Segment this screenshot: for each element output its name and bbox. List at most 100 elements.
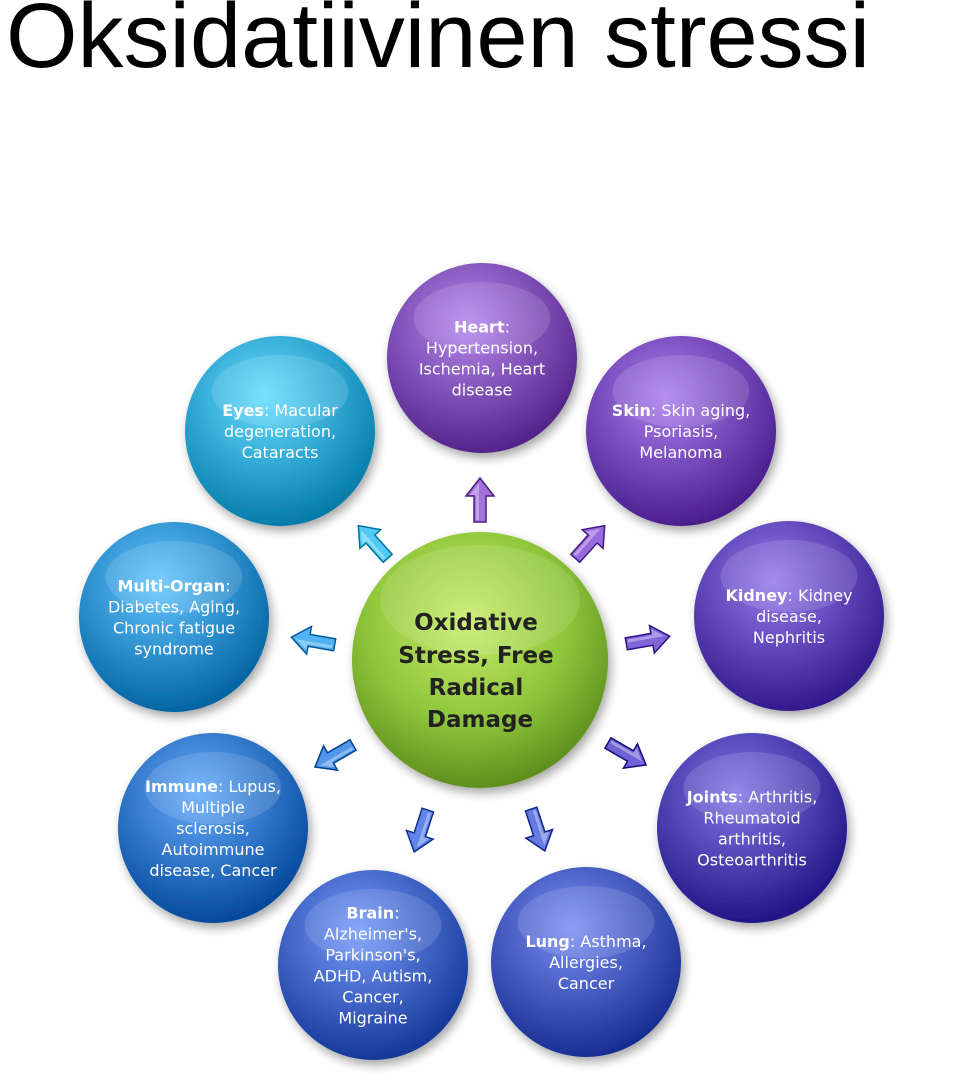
organ-separator: : xyxy=(787,586,792,605)
organ-separator: : xyxy=(264,401,269,420)
organ-name: Heart xyxy=(454,318,505,337)
arrow-shape xyxy=(569,524,606,564)
node-first-line-rest: Lupus, xyxy=(223,777,281,796)
node-line: Cataracts xyxy=(242,443,319,462)
node-first-line: Brain: xyxy=(346,904,399,923)
organ-name: Eyes xyxy=(222,401,264,420)
node-circle-kidney xyxy=(694,521,884,711)
node-gloss-joints xyxy=(683,752,821,825)
center-line: Damage xyxy=(427,707,533,733)
arrow-to-eyes xyxy=(357,524,394,564)
arrow-highlight xyxy=(627,629,665,643)
node-line: Diabetes, Aging, xyxy=(108,598,240,617)
arrow-shape xyxy=(624,624,671,655)
node-line: Chronic fatigue xyxy=(113,619,235,638)
arrow-shape xyxy=(464,476,496,523)
arrow-to-skin xyxy=(569,524,606,564)
node-label-skin: Skin: Skin aging,Psoriasis,Melanoma xyxy=(612,401,750,462)
node-gloss-heart xyxy=(413,282,551,355)
node-first-line-rest: Skin aging, xyxy=(656,401,750,420)
node-line: Migraine xyxy=(338,1009,407,1028)
node-line: sclerosis, xyxy=(176,819,250,838)
organ-name: Joints xyxy=(686,788,738,807)
node-gloss-kidney xyxy=(720,540,858,613)
node-line: Autoimmune xyxy=(162,840,265,859)
node-skin: Skin: Skin aging,Psoriasis,Melanoma xyxy=(586,336,776,526)
arrows-layer xyxy=(290,476,671,854)
node-gloss-lung xyxy=(517,886,655,959)
arrow-shape xyxy=(405,807,435,854)
arrow-highlight xyxy=(610,740,643,762)
arrow-shape xyxy=(313,738,358,772)
organ-name: Lung xyxy=(525,932,569,951)
node-line: Ischemia, Heart xyxy=(419,360,545,379)
node-line: Parkinson's, xyxy=(325,946,420,965)
arrow-to-lung xyxy=(524,806,554,853)
node-gloss-skin xyxy=(612,355,750,428)
arrow-to-kidney xyxy=(624,624,671,655)
node-line: Cancer xyxy=(558,974,615,993)
organ-separator: : xyxy=(505,318,510,337)
arrow-highlight xyxy=(470,483,479,520)
node-first-line-rest: Macular xyxy=(269,401,338,420)
arrow-to-joints xyxy=(603,736,648,770)
node-label-heart: Heart: Hypertension, Ischemia, Heart diseas… xyxy=(419,318,545,400)
node-circle-eyes xyxy=(185,336,375,526)
arrow-to-brain xyxy=(405,807,435,854)
slide-title: Oksidatiivinen stressi xyxy=(6,0,871,87)
node-multi-organ: Multi-Organ: Diabetes, Aging, Chronic fati… xyxy=(79,522,269,712)
node-first-line-rest: Asthma, xyxy=(575,932,646,951)
node-first-line-rest: Arthritis, xyxy=(743,788,817,807)
arrow-highlight xyxy=(360,530,386,560)
node-line: Hypertension, xyxy=(426,339,538,358)
arrow-to-multi-organ xyxy=(290,625,337,656)
node-heart: Heart: Hypertension, Ischemia, Heart diseas… xyxy=(387,263,577,453)
node-first-line: Lung: Asthma, xyxy=(525,932,646,951)
node-line: Multiple xyxy=(181,798,245,817)
arrow-highlight xyxy=(532,809,550,846)
node-label-brain: Brain:Alzheimer's,Parkinson's,ADHD, Auti… xyxy=(314,904,433,1028)
node-first-line: Multi-Organ: xyxy=(117,577,230,596)
nodes-layer: Heart: Hypertension, Ischemia, Heart diseas… xyxy=(79,263,884,1060)
organ-separator: : xyxy=(394,904,399,923)
arrow-shape xyxy=(290,625,337,656)
organ-separator: : xyxy=(738,788,743,807)
arrow-shape xyxy=(524,806,554,853)
arrow-highlight xyxy=(416,812,431,848)
node-gloss-brain xyxy=(304,889,442,962)
node-gloss-eyes xyxy=(211,355,349,428)
arrow-highlight xyxy=(296,639,333,650)
center-line: Radical xyxy=(429,675,524,701)
node-line: Rheumatoid xyxy=(703,809,800,828)
node-line: disease xyxy=(452,381,513,400)
organ-separator: : xyxy=(218,777,223,796)
arrow-highlight xyxy=(573,528,601,557)
node-circle-heart xyxy=(387,263,577,453)
arrow-shape xyxy=(603,736,648,770)
node-circle-joints xyxy=(657,733,847,923)
node-circle-multi-organ xyxy=(79,522,269,712)
node-label-lung: Lung: Asthma,Allergies,Cancer xyxy=(525,932,646,993)
center-node xyxy=(352,532,608,788)
node-line: disease, xyxy=(756,607,822,626)
node-line: ADHD, Autism, xyxy=(314,967,433,986)
organ-separator: : xyxy=(225,577,230,596)
arrow-highlight xyxy=(319,746,354,768)
organ-separator: : xyxy=(651,401,656,420)
node-circle-immune xyxy=(118,733,308,923)
arrow-to-heart xyxy=(464,476,496,523)
center-gloss xyxy=(380,545,580,655)
node-line: disease, Cancer xyxy=(149,861,277,880)
node-line: Osteoarthritis xyxy=(697,851,807,870)
center-line: Oxidative xyxy=(414,610,538,636)
center-line: Stress, Free xyxy=(398,643,553,669)
node-line: Melanoma xyxy=(639,443,722,462)
arrow-shape xyxy=(357,524,394,564)
node-lung: Lung: Asthma,Allergies,Cancer xyxy=(491,867,681,1057)
